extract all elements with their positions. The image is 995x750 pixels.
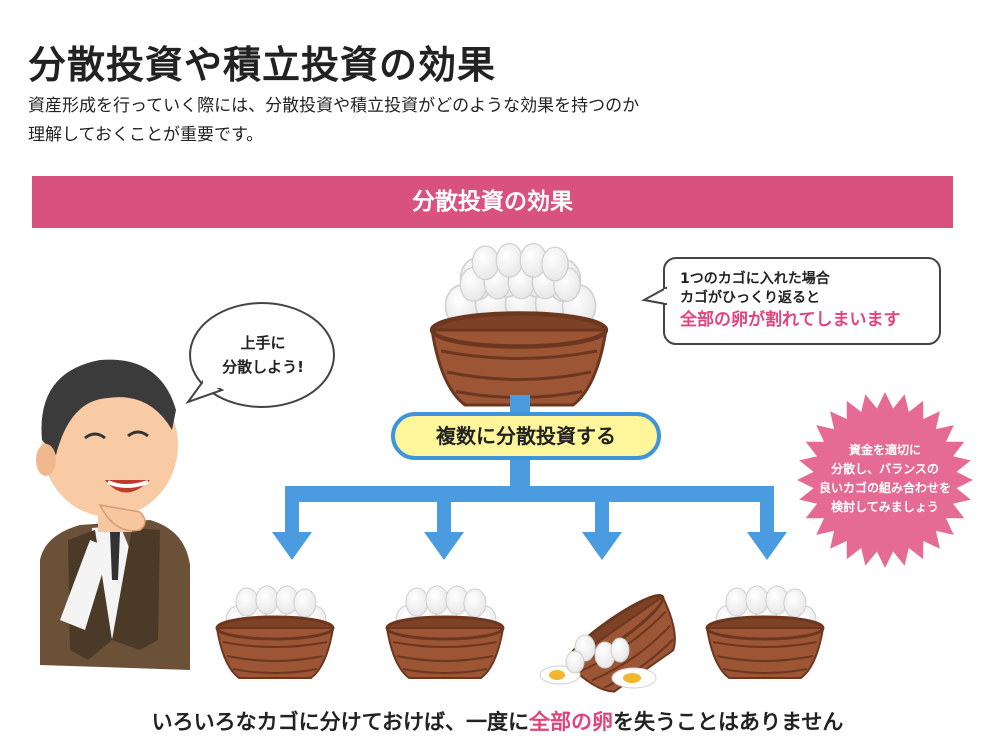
bottom-caption-after: を失うことはありません — [613, 710, 844, 734]
starburst-line-1: 資金を適切に — [848, 443, 921, 457]
starburst-line-3: 良いカゴの組み合わせを — [818, 481, 951, 495]
speech-right-highlight: 全部の卵が割れてしまいます — [680, 310, 901, 330]
intro-line-1: 資産形成を行っていく際には、分散投資や積立投資がどのような効果を持つのか — [28, 96, 640, 116]
speech-bubble-right — [641, 257, 941, 345]
bottom-caption-before: いろいろなカゴに分けておけば、一度に — [151, 710, 529, 734]
center-label-box — [391, 412, 661, 460]
intro-text: 資産形成を行っていく際には、分散投資や積立投資がどのような効果を持つのか 理解し… — [28, 92, 639, 150]
speech-left-line-2: 分散しよう! — [222, 358, 304, 376]
speech-bubble-left — [185, 302, 335, 408]
starburst-line-2: 分散し、バランスの — [831, 462, 939, 476]
speech-left-text: 上手に 分散しよう! — [203, 331, 323, 379]
center-label: 複数に分散投資する — [436, 424, 616, 448]
speech-left-line-1: 上手に — [240, 334, 286, 352]
egg-basket-icon — [705, 585, 825, 680]
egg-basket-icon — [432, 242, 606, 405]
intro-line-2: 理解しておくことが重要です。 — [28, 125, 264, 145]
bottom-caption-highlight: 全部の卵 — [529, 710, 613, 734]
man-illustration — [36, 359, 190, 670]
bottom-caption: いろいろなカゴに分けておけば、一度に全部の卵を失うことはありません — [0, 706, 995, 736]
egg-basket-icon — [215, 585, 335, 680]
speech-right-line-2: カゴがひっくり返ると — [680, 290, 820, 306]
starburst-line-4: 検討してみましょう — [831, 500, 939, 514]
section-banner: 分散投資の効果 — [32, 176, 953, 228]
starburst-text: 資金を適切に 分散し、バランスの 良いカゴの組み合わせを 検討してみましょう — [810, 441, 960, 517]
page-title: 分散投資や積立投資の効果 — [28, 43, 497, 87]
speech-right-line-1: 1つのカゴに入れた場合 — [680, 271, 830, 287]
speech-right-text: 1つのカゴに入れた場合 カゴがひっくり返ると 全部の卵が割れてしまいます — [680, 270, 940, 330]
broken-egg-icon — [539, 634, 657, 689]
egg-basket-icon — [385, 585, 505, 680]
starburst-badge — [797, 392, 973, 568]
